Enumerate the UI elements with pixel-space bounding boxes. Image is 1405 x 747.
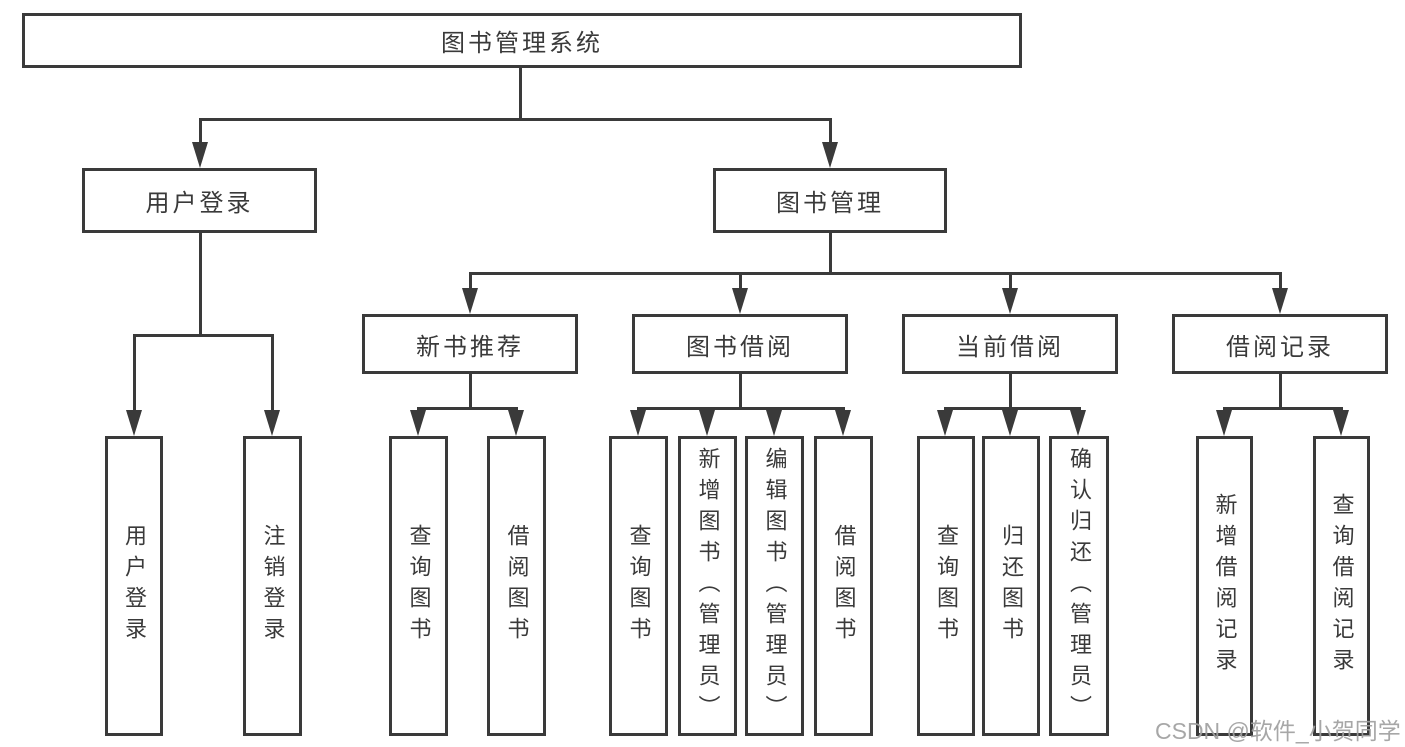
node-newbook-query-books-label: 查询图书 [406,524,432,648]
connector-borrowing-rail [637,407,844,410]
arrow-down-icon [822,142,838,168]
arrow-down-icon [630,410,646,436]
node-root-label: 图书管理系统 [441,30,603,57]
node-logout: 注销登录 [243,436,302,736]
connector-current-rail [944,407,1081,410]
node-new-book-recommend-label: 新书推荐 [416,333,524,361]
node-records-query-record-label: 查询借阅记录 [1329,493,1355,679]
arrow-down-icon [699,410,715,436]
node-current-return-books: 归还图书 [982,436,1040,736]
node-current-confirm-return-admin: 确认归还（管理员） [1049,436,1109,736]
node-user-login-group: 用户登录 [82,168,317,233]
connector-borrowing-stem [739,374,742,410]
connector-userlogin-rail [133,334,274,337]
arrow-down-icon [1272,288,1288,314]
connector-records-stem [1279,374,1282,410]
connector-bookmgmt-rail [469,272,1281,275]
connector-records-rail [1223,407,1343,410]
arrow-down-icon [508,410,524,436]
connector-bookmgmt-drop-4 [1279,272,1282,294]
node-borrowing-query-books-label: 查询图书 [626,524,652,648]
arrow-down-icon [766,410,782,436]
connector-userlogin-drop-2 [271,334,274,414]
arrow-down-icon [126,410,142,436]
node-current-return-books-label: 归还图书 [999,524,1024,648]
arrow-down-icon [1002,288,1018,314]
connector-bookmgmt-stem [829,233,832,274]
node-borrowing-add-books-admin-label: 新增图书（管理员） [695,446,721,726]
node-root: 图书管理系统 [22,13,1022,68]
arrow-down-icon [1216,410,1232,436]
node-borrow-records-label: 借阅记录 [1226,333,1334,361]
node-newbook-borrow-books: 借阅图书 [487,436,546,736]
arrow-down-icon [732,288,748,314]
node-user-login: 用户登录 [105,436,163,736]
node-user-login-label: 用户登录 [122,524,147,648]
arrow-down-icon [1333,410,1349,436]
connector-current-stem [1009,374,1012,410]
node-current-borrowing-label: 当前借阅 [956,333,1064,361]
node-borrowing-edit-books-admin-label: 编辑图书（管理员） [762,446,788,726]
node-book-management-label: 图书管理 [776,190,884,217]
arrow-down-icon [264,410,280,436]
arrow-down-icon [462,288,478,314]
arrow-down-icon [192,142,208,168]
arrow-down-icon [835,410,851,436]
csdn-watermark: CSDN @软件_小贺同学 [1155,718,1401,744]
node-current-query-books-label: 查询图书 [934,524,959,648]
node-book-management: 图书管理 [713,168,947,233]
connector-root-stem [519,68,522,121]
connector-bookmgmt-drop-3 [1009,272,1012,294]
node-borrowing-borrow-books: 借阅图书 [814,436,873,736]
node-current-query-books: 查询图书 [917,436,975,736]
node-borrowing-query-books: 查询图书 [609,436,668,736]
arrow-down-icon [1070,410,1086,436]
arrow-down-icon [937,410,953,436]
arrow-down-icon [1002,410,1018,436]
node-logout-label: 注销登录 [260,524,286,648]
node-newbook-borrow-books-label: 借阅图书 [504,524,530,648]
node-current-borrowing: 当前借阅 [902,314,1118,374]
node-borrowing-add-books-admin: 新增图书（管理员） [678,436,737,736]
node-current-confirm-return-admin-label: 确认归还（管理员） [1067,446,1092,726]
node-records-query-record: 查询借阅记录 [1313,436,1370,736]
node-user-login-group-label: 用户登录 [145,190,254,217]
connector-root-drop-right [829,118,832,146]
connector-root-drop-left [199,118,202,146]
node-borrowing-edit-books-admin: 编辑图书（管理员） [745,436,804,736]
node-book-borrowing-label: 图书借阅 [686,333,794,361]
node-records-add-record-label: 新增借阅记录 [1212,493,1238,679]
connector-newbook-stem [469,374,472,410]
node-new-book-recommend: 新书推荐 [362,314,578,374]
node-newbook-query-books: 查询图书 [389,436,448,736]
node-records-add-record: 新增借阅记录 [1196,436,1253,736]
connector-root-rail [199,118,832,121]
node-borrowing-borrow-books-label: 借阅图书 [831,524,857,648]
connector-userlogin-stem [199,233,202,336]
connector-userlogin-drop-1 [133,334,136,414]
connector-bookmgmt-drop-1 [469,272,472,294]
arrow-down-icon [410,410,426,436]
node-book-borrowing: 图书借阅 [632,314,848,374]
node-borrow-records: 借阅记录 [1172,314,1388,374]
connector-newbook-rail [417,407,518,410]
connector-bookmgmt-drop-2 [739,272,742,294]
